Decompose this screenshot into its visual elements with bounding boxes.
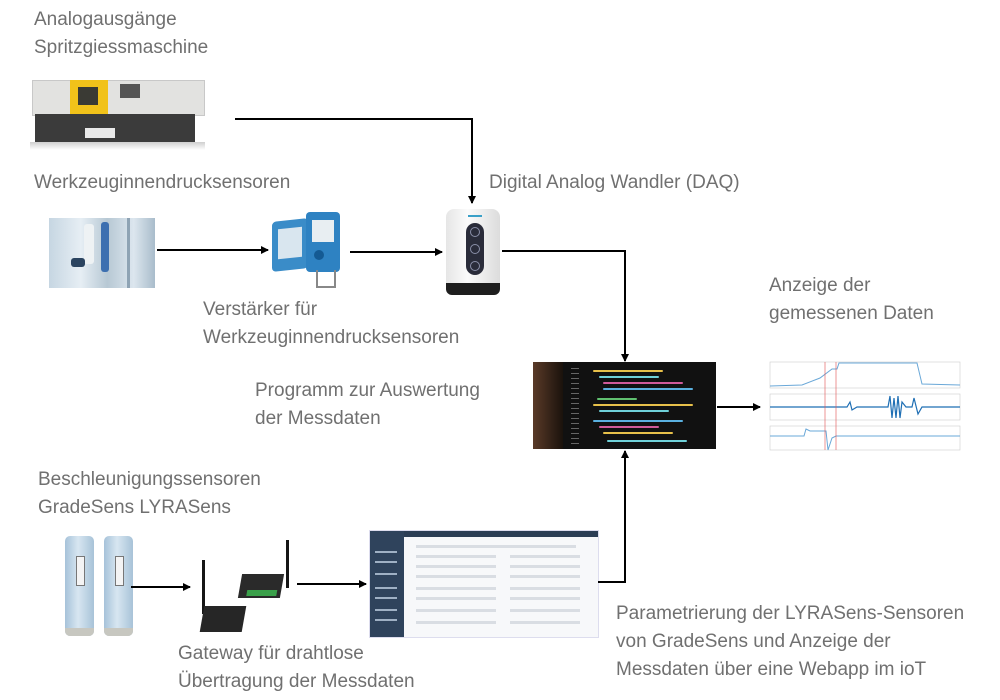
program-label: Programm zur Auswertung der Messdaten — [255, 377, 480, 433]
program-label-line-1: Programm zur Auswertung — [255, 380, 480, 401]
plot-line-1 — [769, 362, 961, 387]
display-label-line-2: gemessenen Daten — [769, 303, 934, 324]
gateway-label-line-1: Gateway für drahtlose — [178, 643, 364, 664]
machine-label: Analogausgänge Spritzgiessmaschine — [34, 6, 208, 62]
edge-webapp-program — [598, 450, 629, 583]
display-label: Anzeige der gemessenen Daten — [769, 272, 934, 328]
webapp-label-line-2: von GradeSens und Anzeige der — [616, 631, 891, 652]
signal-plots-icon — [762, 352, 962, 462]
display-label-line-1: Anzeige der — [769, 275, 871, 296]
webapp-label: Parametrierung der LYRASens-Sensoren von… — [616, 600, 964, 684]
lyrasens-sensor-icon — [65, 536, 94, 636]
web-app-screenshot-icon — [369, 530, 599, 638]
edge-daq-program — [502, 250, 629, 362]
daq-device-icon — [444, 207, 502, 297]
plot-frame-1 — [769, 361, 961, 389]
pressure-sensors-label: Werkzeuginnendrucksensoren — [34, 172, 291, 193]
amplifier-label: Verstärker für Werkzeuginnendrucksensore… — [203, 296, 459, 352]
accel-sensors-label-line-1: Beschleunigungssensoren — [38, 469, 261, 490]
accel-sensors-label: Beschleunigungssensoren GradeSens LYRASe… — [38, 466, 261, 522]
lyrasens-sensor-icon — [104, 536, 133, 636]
plot-line-3 — [770, 428, 960, 451]
plot-line-2 — [770, 395, 960, 419]
injection-molding-machine-icon — [30, 80, 205, 152]
gateway-label-line-2: Übertragung der Messdaten — [178, 671, 415, 692]
program-label-line-2: der Messdaten — [255, 408, 381, 429]
plot-frame-3 — [769, 425, 961, 451]
charge-amplifier-icon — [268, 210, 353, 290]
webapp-label-line-1: Parametrierung der LYRASens-Sensoren — [616, 603, 965, 624]
amplifier-label-line-1: Verstärker für — [203, 299, 318, 320]
wireless-gateway-icon — [190, 540, 300, 640]
pressure-sensor-photo-icon — [49, 218, 155, 288]
machine-label-line-2: Spritzgiessmaschine — [34, 37, 209, 58]
machine-label-line-1: Analogausgänge — [34, 9, 177, 30]
amplifier-label-line-2: Werkzeuginnendrucksensoren — [203, 327, 460, 348]
code-screen-icon — [533, 362, 716, 449]
daq-label: Digital Analog Wandler (DAQ) — [489, 172, 740, 193]
webapp-label-line-3: Messdaten über eine Webapp im ioT — [616, 659, 927, 680]
accel-sensors-label-line-2: GradeSens LYRASens — [38, 497, 231, 518]
gateway-label: Gateway für drahtlose Übertragung der Me… — [178, 640, 415, 696]
